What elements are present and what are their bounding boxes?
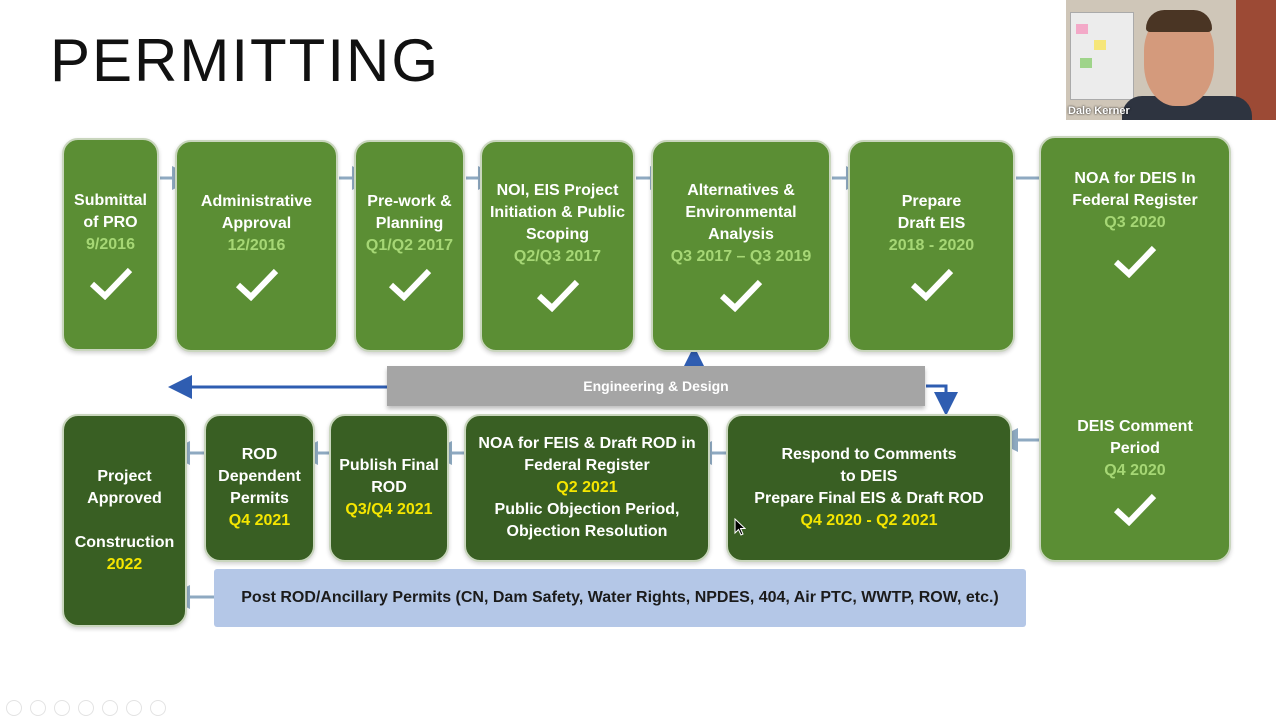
step-label-secondary: Construction bbox=[74, 533, 175, 551]
step-label: Submittal of PRO bbox=[74, 191, 147, 231]
step-administrative-approval: Administrative Approval 12/2016 bbox=[175, 140, 338, 352]
slides-overview-icon[interactable] bbox=[78, 700, 94, 716]
pen-icon[interactable] bbox=[54, 700, 70, 716]
step-publish-final-rod: Publish Final ROD Q3/Q4 2021 bbox=[329, 414, 449, 562]
step-label: Administrative Approval bbox=[200, 193, 313, 232]
check-icon bbox=[910, 267, 954, 302]
step-deis-column: NOA for DEIS In Federal Register Q3 2020… bbox=[1039, 136, 1231, 562]
participant-video[interactable]: Dale Kerner bbox=[1066, 0, 1276, 120]
step-date: Q3 2017 – Q3 2019 bbox=[670, 248, 812, 265]
previous-slide-icon[interactable] bbox=[6, 700, 22, 716]
step-project-approved: Project Approved Construction 2022 bbox=[62, 414, 187, 627]
step-date: Q3 2020 bbox=[1104, 214, 1166, 231]
step-date: 2018 - 2020 bbox=[888, 237, 975, 254]
subtitles-icon[interactable] bbox=[126, 700, 142, 716]
step-noa-feis: NOA for FEIS & Draft ROD in Federal Regi… bbox=[464, 414, 710, 562]
step-date: 12/2016 bbox=[227, 237, 286, 254]
step-label: ROD Dependent Permits bbox=[218, 446, 301, 507]
step-prepare-draft-eis: Prepare Draft EIS 2018 - 2020 bbox=[848, 140, 1015, 352]
step-label: Prepare Draft EIS bbox=[897, 193, 966, 232]
step-date: Q3/Q4 2021 bbox=[345, 501, 433, 518]
step-alternatives-analysis: Alternatives & Environmental Analysis Q3… bbox=[651, 140, 831, 352]
step-date: Q4 2020 bbox=[1104, 462, 1166, 479]
check-icon bbox=[536, 278, 580, 313]
step-date: Q2 2021 bbox=[556, 479, 618, 496]
step-submittal-of-pro: Submittal of PRO 9/2016 bbox=[62, 138, 159, 351]
check-icon bbox=[1113, 244, 1157, 279]
check-icon bbox=[388, 267, 432, 302]
step-label: DEIS Comment Period bbox=[1077, 418, 1193, 457]
step-label-secondary: Public Objection Period, Objection Resol… bbox=[494, 501, 680, 540]
step-label: Alternatives & Environmental Analysis bbox=[685, 182, 797, 243]
step-pre-work-planning: Pre-work & Planning Q1/Q2 2017 bbox=[354, 140, 465, 352]
post-rod-permits-bar: Post ROD/Ancillary Permits (CN, Dam Safe… bbox=[214, 569, 1026, 627]
step-label: Publish Final ROD bbox=[339, 457, 439, 496]
step-rod-dependent-permits: ROD Dependent Permits Q4 2021 bbox=[204, 414, 315, 562]
page-title: PERMITTING bbox=[50, 27, 440, 94]
step-date: Q4 2020 - Q2 2021 bbox=[800, 512, 938, 529]
step-date: 9/2016 bbox=[86, 235, 135, 253]
step-label: NOI, EIS Project Initiation & Public Sco… bbox=[489, 182, 626, 243]
check-icon bbox=[235, 267, 279, 302]
check-icon bbox=[1113, 492, 1157, 527]
zoom-icon[interactable] bbox=[102, 700, 118, 716]
step-date: 2022 bbox=[106, 555, 143, 573]
step-label: Pre-work & Planning bbox=[367, 193, 452, 232]
step-respond-to-comments: Respond to Comments to DEIS Prepare Fina… bbox=[726, 414, 1012, 562]
next-slide-icon[interactable] bbox=[30, 700, 46, 716]
participant-name: Dale Kerner bbox=[1068, 105, 1130, 117]
step-label: NOA for DEIS In Federal Register bbox=[1072, 170, 1198, 209]
arrow-down-icon bbox=[926, 384, 958, 416]
whiteboard bbox=[1070, 12, 1134, 100]
check-icon bbox=[89, 266, 133, 300]
slideshow-toolbar bbox=[6, 700, 166, 716]
step-date: Q1/Q2 2017 bbox=[365, 237, 454, 254]
more-options-icon[interactable] bbox=[150, 700, 166, 716]
step-noi-eis-initiation: NOI, EIS Project Initiation & Public Sco… bbox=[480, 140, 635, 352]
engineering-design-banner: Engineering & Design bbox=[387, 366, 925, 406]
cursor-icon bbox=[734, 518, 746, 536]
step-label-secondary: Prepare Final EIS & Draft ROD bbox=[754, 490, 984, 507]
step-date: Q2/Q3 2017 bbox=[513, 248, 602, 265]
check-icon bbox=[719, 278, 763, 313]
step-date: Q4 2021 bbox=[228, 512, 291, 529]
step-label: Project Approved bbox=[87, 467, 162, 507]
step-label: NOA for FEIS & Draft ROD in Federal Regi… bbox=[478, 435, 696, 474]
step-label: Respond to Comments to DEIS bbox=[781, 446, 957, 485]
